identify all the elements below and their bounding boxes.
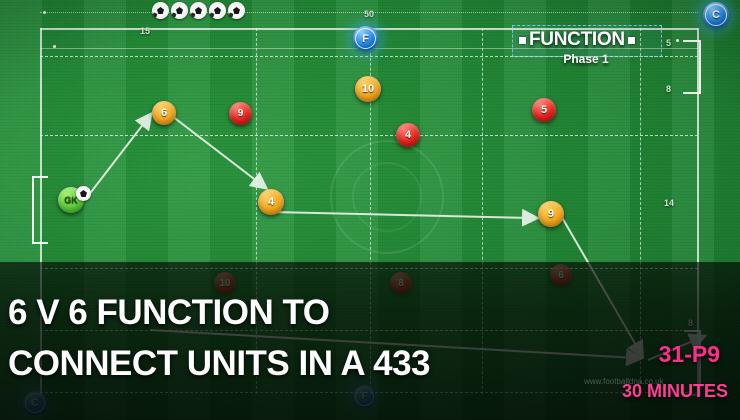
tick-left: [53, 45, 56, 48]
player-token-label: 4: [405, 129, 411, 141]
centre-circle-ghost: [330, 140, 444, 254]
dimension-label-5-2: 5: [666, 38, 671, 48]
player-token-label: 9: [548, 208, 554, 220]
pitch-dash-upper: [40, 56, 698, 57]
pitch-line-right: [697, 28, 699, 394]
player-token-o9[interactable]: 9: [538, 201, 564, 227]
soccer-ball-icon[interactable]: [228, 2, 245, 19]
player-token-label: GK: [64, 195, 78, 205]
dimension-label-50-1: 50: [364, 9, 374, 19]
pitch-dash-vert-left: [256, 28, 257, 394]
player-token-label: 5: [541, 104, 547, 116]
soccer-ball-icon[interactable]: [171, 2, 188, 19]
player-token-o10[interactable]: 10: [355, 76, 381, 102]
player-token-label: 4: [268, 196, 274, 208]
player-token-label: 6: [161, 107, 167, 119]
player-token-cblue1[interactable]: C: [703, 2, 729, 28]
title-line-1: 6 V 6 FUNCTION TO: [8, 293, 330, 332]
player-token-label: F: [362, 33, 369, 45]
player-token-p6[interactable]: 6: [152, 101, 176, 125]
token-ring: [355, 28, 376, 49]
session-duration: 30 MINUTES: [621, 381, 728, 401]
function-label-object[interactable]: FUNCTION Phase 1: [512, 25, 662, 66]
title-line-2: CONNECT UNITS IN A 433: [8, 344, 431, 383]
player-token-r9[interactable]: 9: [229, 102, 252, 125]
corner-tick-top-left: [43, 11, 46, 14]
function-phase-text: Phase 1: [563, 52, 609, 66]
function-label-text: FUNCTION: [529, 29, 625, 50]
player-token-label: C: [712, 9, 720, 21]
pitch-dash-mid-upper: [40, 135, 698, 136]
title-banner: [0, 262, 740, 420]
goal-bracket-left: [32, 176, 48, 244]
soccer-ball-icon[interactable]: [152, 2, 169, 19]
resize-handle-left-icon[interactable]: [519, 36, 526, 44]
soccer-ball-icon[interactable]: [209, 2, 226, 19]
session-code: 31-P9: [658, 341, 720, 367]
soccer-ball-icon[interactable]: [190, 2, 207, 19]
dimension-label-15-0: 15: [140, 26, 150, 36]
pitch-dash-vert-right: [640, 28, 641, 394]
player-token-label: 10: [362, 83, 374, 95]
arrow-4-to-9[interactable]: [271, 208, 540, 227]
arrow-6-to-4[interactable]: [171, 115, 269, 190]
dimension-label-8-3: 8: [666, 84, 671, 94]
goalkeeper-ball-icon: [76, 186, 91, 201]
resize-handle-right-icon[interactable]: [627, 36, 635, 44]
player-token-label: 9: [238, 108, 244, 119]
pitch-line-left: [40, 28, 42, 394]
pitch-guide-top-outer: [40, 12, 698, 13]
selection-bounding-box: [512, 25, 662, 57]
tick-right: [676, 39, 679, 42]
player-token-r5[interactable]: 5: [532, 98, 556, 122]
centre-spot-ghost: [352, 162, 422, 232]
dimension-label-14-4: 14: [664, 198, 674, 208]
player-token-fblue1[interactable]: F: [353, 26, 378, 51]
page-title: 6 V 6 FUNCTION TO CONNECT UNITS IN A 433: [8, 287, 608, 389]
function-label-row: FUNCTION: [519, 29, 660, 51]
arrow-gk-to-6[interactable]: [87, 111, 153, 197]
goal-bracket-right-top: [683, 40, 701, 94]
player-token-r4[interactable]: 4: [396, 123, 420, 147]
pitch-dash-vert-centre: [482, 28, 483, 394]
pitch-dash-vert-centre-left: [370, 28, 371, 394]
player-token-o4[interactable]: 4: [258, 189, 284, 215]
site-watermark: www.footballdna.co.uk: [584, 377, 664, 386]
ball-supply-row: [152, 2, 245, 19]
token-ring: [705, 4, 727, 26]
